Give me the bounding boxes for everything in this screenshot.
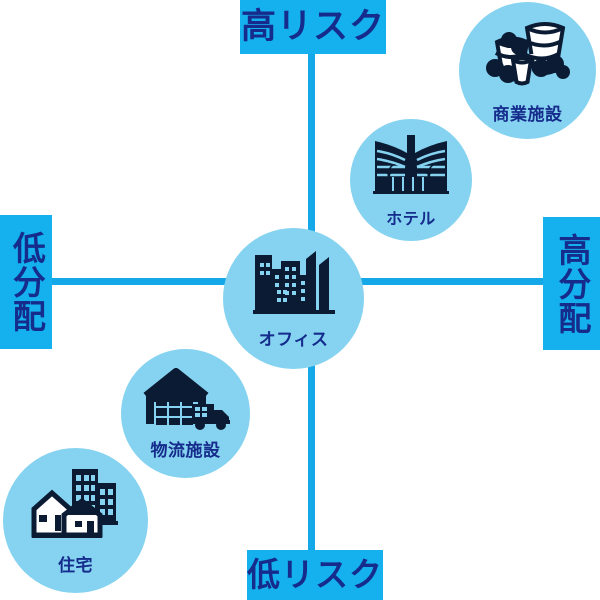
bubble-label-commercial: 商業施設 xyxy=(492,105,563,125)
bubble-logistics[interactable]: 物流施設 xyxy=(121,349,250,478)
warehouse-truck-icon xyxy=(140,366,232,434)
shopping-bags-icon xyxy=(483,16,573,94)
bubble-residential[interactable]: 住宅 xyxy=(3,448,148,593)
bubble-label-hotel: ホテル xyxy=(386,209,436,228)
axis-label-low-risk: 低リスク xyxy=(247,550,383,600)
axis-label-high-distribution: 高分配 xyxy=(543,217,600,350)
bubble-office[interactable]: オフィス xyxy=(223,228,364,369)
bubble-label-residential: 住宅 xyxy=(58,556,93,576)
bubble-label-logistics: 物流施設 xyxy=(150,441,221,461)
axis-label-high-risk: 高リスク xyxy=(240,0,386,54)
house-apartment-icon xyxy=(30,465,122,543)
bubble-hotel[interactable]: ホテル xyxy=(350,119,472,241)
bubble-label-office: オフィス xyxy=(258,330,329,350)
city-skyline-icon xyxy=(251,247,337,317)
hotel-building-icon xyxy=(371,131,451,199)
axis-label-low-distribution: 低分配 xyxy=(0,215,52,349)
bubble-commercial[interactable]: 商業施設 xyxy=(459,2,596,139)
